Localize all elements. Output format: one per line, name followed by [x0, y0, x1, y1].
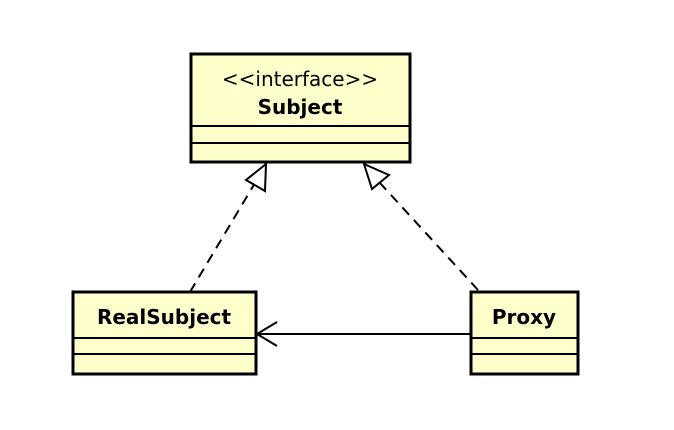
class-realsubject[interactable]: RealSubject — [71, 290, 258, 376]
realization-realsubject-to-subject — [189, 161, 268, 293]
stereotype-label: <<interface>> — [222, 67, 378, 91]
class-proxy[interactable]: Proxy — [469, 290, 580, 376]
class-box — [71, 290, 258, 376]
class-name: Proxy — [492, 305, 556, 329]
realization-proxy-to-subject — [362, 162, 479, 291]
class-name: RealSubject — [97, 305, 232, 329]
class-box — [469, 290, 580, 376]
class-name: Subject — [258, 95, 343, 119]
class-subject[interactable]: <<interface>> Subject — [189, 52, 412, 164]
association-proxy-to-realsubject — [255, 321, 471, 347]
